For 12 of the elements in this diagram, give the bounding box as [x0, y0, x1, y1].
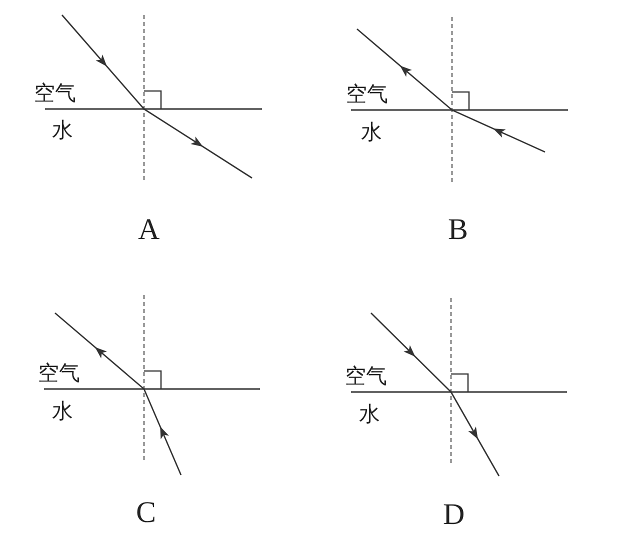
medium-label: 水: [359, 404, 380, 425]
medium-label: 空气: [346, 84, 388, 105]
option-letter: B: [448, 215, 468, 245]
option-letter: D: [443, 500, 465, 530]
option-letter: C: [136, 498, 156, 528]
medium-label: 空气: [345, 366, 387, 387]
option-letter: A: [138, 215, 160, 245]
medium-label: 水: [52, 120, 73, 141]
medium-label: 水: [52, 401, 73, 422]
medium-label: 空气: [38, 363, 80, 384]
medium-label: 水: [361, 122, 382, 143]
medium-label: 空气: [34, 83, 76, 104]
